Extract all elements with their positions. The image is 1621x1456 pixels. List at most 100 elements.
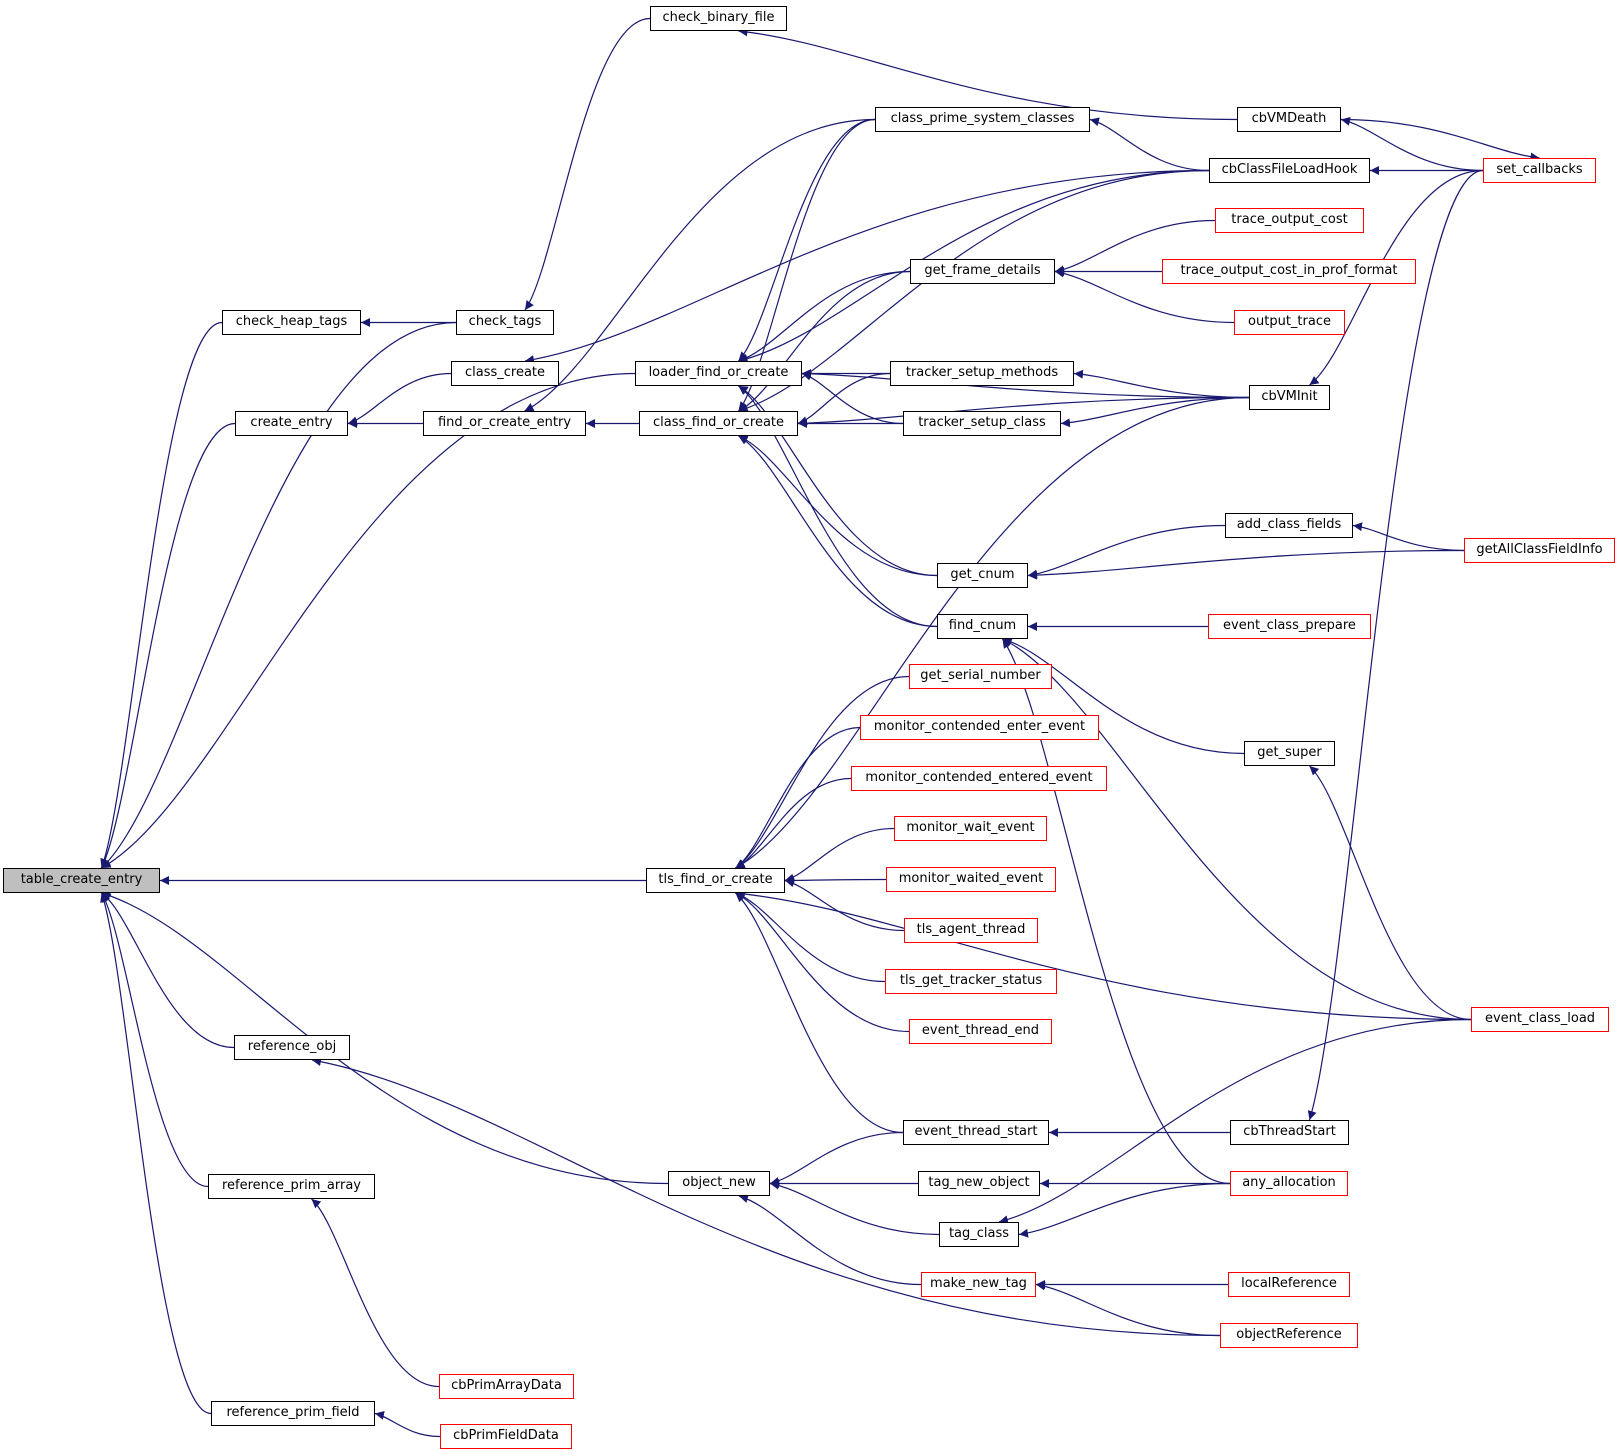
node-label: set_callbacks [1496, 162, 1583, 177]
edge-monitor_contended_enter_event-to-tls_find_or_create [735, 726, 861, 869]
node-cbVMDeath[interactable]: cbVMDeath [1237, 107, 1341, 132]
node-find_or_create_entry[interactable]: find_or_create_entry [423, 411, 586, 436]
node-monitor_waited_event[interactable]: monitor_waited_event [886, 867, 1056, 892]
node-label: tag_class [948, 1226, 1010, 1241]
node-get_super[interactable]: get_super [1244, 741, 1335, 766]
node-object_new[interactable]: object_new [668, 1171, 770, 1196]
node-create_entry[interactable]: create_entry [235, 411, 348, 436]
node-tracker_setup_methods[interactable]: tracker_setup_methods [890, 361, 1074, 386]
node-label: cbPrimFieldData [453, 1428, 559, 1443]
node-event_thread_end[interactable]: event_thread_end [909, 1019, 1052, 1044]
node-label: monitor_waited_event [898, 871, 1044, 886]
node-label: add_class_fields [1236, 517, 1342, 532]
node-cbThreadStart[interactable]: cbThreadStart [1230, 1120, 1349, 1145]
edge-objectReference-to-make_new_tag [1035, 1281, 1221, 1337]
edge-tag_class-to-object_new [769, 1180, 940, 1236]
node-monitor_wait_event[interactable]: monitor_wait_event [894, 816, 1047, 841]
node-tls_agent_thread[interactable]: tls_agent_thread [904, 918, 1038, 943]
edge-tracker_setup_class-to-loader_find_or_create [801, 371, 904, 425]
node-event_class_prepare[interactable]: event_class_prepare [1208, 614, 1371, 639]
edge-monitor_waited_event-to-tls_find_or_create [784, 875, 887, 885]
node-label: output_trace [1248, 314, 1331, 329]
edge-reference_prim_field-to-table_create_entry [100, 892, 212, 1415]
node-any_allocation[interactable]: any_allocation [1230, 1171, 1348, 1196]
node-trace_output_cost_in_prof_format[interactable]: trace_output_cost_in_prof_format [1162, 259, 1416, 284]
node-make_new_tag[interactable]: make_new_tag [921, 1272, 1036, 1297]
edge-cbVMDeath-to-check_binary_file [738, 27, 1238, 121]
node-tracker_setup_class[interactable]: tracker_setup_class [903, 411, 1061, 436]
node-get_frame_details[interactable]: get_frame_details [910, 259, 1055, 284]
edge-cbClassFileLoadHook-to-class_prime_system_classes [1089, 117, 1210, 172]
node-check_tags[interactable]: check_tags [456, 310, 554, 335]
node-label: tag_new_object [928, 1175, 1030, 1190]
edge-tls_agent_thread-to-tls_find_or_create [784, 878, 905, 932]
node-label: find_or_create_entry [437, 415, 572, 430]
node-output_trace[interactable]: output_trace [1234, 310, 1345, 335]
node-label: objectReference [1236, 1327, 1342, 1342]
node-label: monitor_contended_entered_event [865, 770, 1093, 785]
node-tag_class[interactable]: tag_class [939, 1222, 1019, 1247]
node-cbClassFileLoadHook[interactable]: cbClassFileLoadHook [1209, 158, 1370, 183]
node-event_class_load[interactable]: event_class_load [1471, 1007, 1609, 1032]
edge-output_trace-to-get_frame_details [1054, 268, 1235, 324]
node-trace_output_cost[interactable]: trace_output_cost [1215, 208, 1364, 233]
node-label: tls_agent_thread [916, 922, 1026, 937]
edge-monitor_contended_entered_event-to-tls_find_or_create [735, 777, 852, 869]
edge-event_thread_start-to-tls_find_or_create [735, 892, 904, 1134]
node-tag_new_object[interactable]: tag_new_object [918, 1171, 1040, 1196]
node-get_serial_number[interactable]: get_serial_number [909, 664, 1052, 689]
node-label: check_binary_file [662, 10, 775, 25]
node-class_find_or_create[interactable]: class_find_or_create [639, 411, 798, 436]
node-monitor_contended_entered_event[interactable]: monitor_contended_entered_event [851, 766, 1107, 791]
node-add_class_fields[interactable]: add_class_fields [1225, 513, 1353, 538]
edge-cbClassFileLoadHook-to-loader_find_or_create [738, 169, 1210, 364]
node-class_create[interactable]: class_create [451, 361, 559, 386]
node-label: check_heap_tags [235, 314, 348, 329]
node-get_cnum[interactable]: get_cnum [937, 563, 1028, 588]
edge-set_callbacks-to-cbThreadStart [1307, 169, 1484, 1121]
node-check_binary_file[interactable]: check_binary_file [650, 6, 787, 31]
edge-tracker_setup_methods-to-class_find_or_create [797, 372, 891, 425]
edge-class_prime_system_classes-to-loader_find_or_create [738, 118, 876, 362]
node-label: check_tags [468, 314, 542, 329]
node-tls_get_tracker_status[interactable]: tls_get_tracker_status [885, 969, 1057, 994]
edge-event_class_load-to-tls_find_or_create [735, 889, 1472, 1021]
node-label: event_thread_start [914, 1124, 1038, 1139]
node-getAllClassFieldInfo[interactable]: getAllClassFieldInfo [1464, 538, 1615, 563]
node-label: localReference [1241, 1276, 1337, 1291]
node-localReference[interactable]: localReference [1228, 1272, 1350, 1297]
node-label: make_new_tag [930, 1276, 1027, 1291]
node-monitor_contended_enter_event[interactable]: monitor_contended_enter_event [860, 715, 1099, 740]
node-set_callbacks[interactable]: set_callbacks [1483, 158, 1596, 183]
edge-any_allocation-to-tag_class [1018, 1182, 1231, 1238]
node-find_cnum[interactable]: find_cnum [937, 614, 1028, 639]
edge-find_cnum-to-class_find_or_create [738, 435, 938, 628]
node-loader_find_or_create[interactable]: loader_find_or_create [635, 361, 802, 386]
node-class_prime_system_classes[interactable]: class_prime_system_classes [875, 107, 1090, 132]
edge-cbVMInit-to-class_find_or_create [797, 396, 1250, 428]
node-label: reference_prim_array [221, 1178, 362, 1193]
node-check_heap_tags[interactable]: check_heap_tags [222, 310, 361, 335]
node-cbPrimFieldData[interactable]: cbPrimFieldData [440, 1424, 572, 1449]
edge-reference_obj-to-table_create_entry [101, 892, 235, 1049]
edge-get_frame_details-to-loader_find_or_create [738, 270, 911, 363]
node-cbPrimArrayData[interactable]: cbPrimArrayData [439, 1374, 574, 1399]
node-reference_prim_field[interactable]: reference_prim_field [211, 1401, 375, 1426]
node-label: get_frame_details [924, 263, 1041, 278]
node-cbVMInit[interactable]: cbVMInit [1249, 385, 1330, 410]
node-tls_find_or_create[interactable]: tls_find_or_create [646, 868, 785, 893]
edge-tls_get_tracker_status-to-tls_find_or_create [735, 891, 886, 983]
node-reference_prim_array[interactable]: reference_prim_array [208, 1174, 375, 1199]
node-objectReference[interactable]: objectReference [1220, 1323, 1358, 1348]
edge-cbVMInit-to-loader_find_or_create [801, 369, 1250, 399]
node-reference_obj[interactable]: reference_obj [234, 1035, 350, 1060]
node-label: class_create [464, 365, 546, 380]
node-event_thread_start[interactable]: event_thread_start [903, 1120, 1049, 1145]
edge-check_binary_file-to-check_tags [524, 17, 651, 311]
edge-find_cnum-to-loader_find_or_create [738, 385, 938, 628]
node-label: object_new [682, 1175, 756, 1190]
edge-cbPrimFieldData-to-reference_prim_field [374, 1410, 441, 1438]
edge-set_callbacks-to-cbVMDeath [1340, 117, 1484, 172]
node-label: reference_obj [247, 1039, 337, 1054]
